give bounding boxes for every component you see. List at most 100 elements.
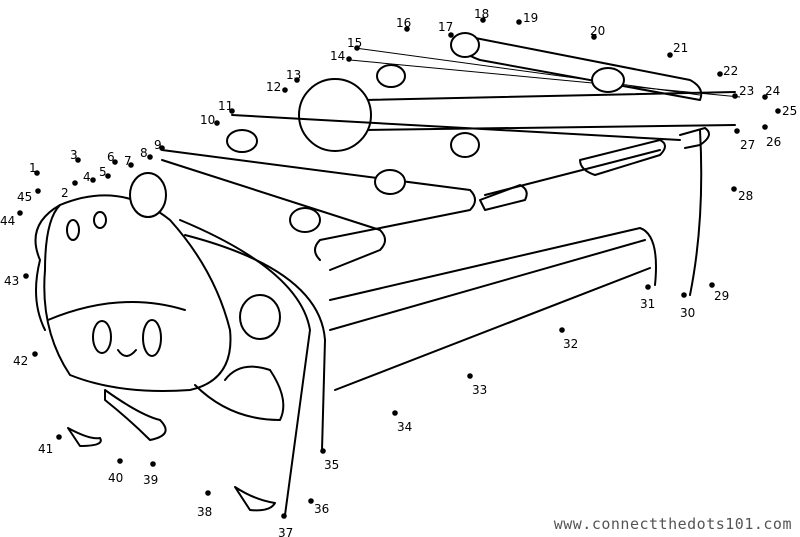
dot-label-41: 41: [38, 442, 53, 456]
dot-label-20: 20: [590, 24, 605, 38]
dot-2: [72, 180, 78, 186]
dot-7: [128, 162, 134, 168]
dot-23: [732, 93, 738, 99]
dot-label-28: 28: [738, 189, 753, 203]
dot-label-2: 2: [61, 186, 69, 200]
dot-label-27: 27: [740, 138, 755, 152]
dot-label-39: 39: [143, 473, 158, 487]
dot-33: [467, 373, 473, 379]
dot-label-38: 38: [197, 505, 212, 519]
dot-label-44: 44: [0, 214, 15, 228]
dot-label-40: 40: [108, 471, 123, 485]
dot-label-1: 1: [29, 161, 37, 175]
dot-label-18: 18: [474, 7, 489, 21]
dot-label-37: 37: [278, 526, 293, 537]
dot-43: [23, 273, 29, 279]
dot-45: [35, 188, 41, 194]
bar-edge-line: [354, 47, 701, 96]
dot-36: [308, 498, 314, 504]
dot-label-19: 19: [523, 11, 538, 25]
site-watermark: www.connectthedots101.com: [553, 515, 792, 533]
cow-head: [43, 194, 232, 392]
dot-label-8: 8: [140, 146, 148, 160]
dot-label-30: 30: [680, 306, 695, 320]
front-bars: [161, 114, 681, 261]
cow-nostril-left: [92, 320, 112, 354]
dot-label-33: 33: [472, 383, 487, 397]
dot-label-42: 42: [13, 354, 28, 368]
dot-label-11: 11: [218, 99, 233, 113]
dot-label-7: 7: [124, 154, 132, 168]
dot-label-12: 12: [266, 80, 281, 94]
cow-hoof: [104, 389, 167, 441]
dot-label-43: 43: [4, 274, 19, 288]
dot-label-45: 45: [17, 190, 32, 204]
dot-label-24: 24: [765, 84, 780, 98]
dot-label-21: 21: [673, 41, 688, 55]
dot-13: [294, 77, 300, 83]
dot-1: [34, 170, 40, 176]
frame-rails: [329, 227, 657, 391]
dot-20: [591, 34, 597, 40]
cow-mouth: [117, 349, 137, 357]
dot-29: [709, 282, 715, 288]
dot-27: [734, 128, 740, 134]
dot-32: [559, 327, 565, 333]
dot-17: [448, 32, 454, 38]
dot-label-13: 13: [286, 68, 301, 82]
dot-4: [90, 177, 96, 183]
dot-label-35: 35: [324, 458, 339, 472]
dot-label-32: 32: [563, 337, 578, 351]
dot-22: [717, 71, 723, 77]
dot-label-22: 22: [723, 64, 738, 78]
dot-44: [17, 210, 23, 216]
dot-label-16: 16: [396, 16, 411, 30]
dot-31: [645, 284, 651, 290]
dot-25: [775, 108, 781, 114]
dot-label-3: 3: [70, 148, 78, 162]
dot-16: [404, 26, 410, 32]
dot-8: [147, 154, 153, 160]
dot-42: [32, 351, 38, 357]
dot-label-36: 36: [314, 502, 329, 516]
dot-34: [392, 410, 398, 416]
dot-label-26: 26: [766, 135, 781, 149]
cow-nostril-right: [142, 319, 162, 357]
cow-body: [194, 365, 285, 421]
dot-label-25: 25: [782, 104, 797, 118]
dot-label-15: 15: [347, 36, 362, 50]
dot-label-9: 9: [154, 138, 162, 152]
dot-24: [762, 94, 768, 100]
dot-label-4: 4: [83, 170, 91, 184]
dot-28: [731, 186, 737, 192]
cow-ear: [129, 172, 167, 218]
dot-10: [214, 120, 220, 126]
back-leg: [689, 129, 703, 296]
dot-41: [56, 434, 62, 440]
dot-label-5: 5: [99, 165, 107, 179]
dot-9: [159, 145, 165, 151]
dot-label-6: 6: [107, 150, 115, 164]
front-leg: [184, 234, 326, 451]
dot-26: [762, 124, 768, 130]
dot-35: [320, 448, 326, 454]
dot-12: [282, 87, 288, 93]
cow-ear-left: [34, 204, 61, 331]
dot-label-17: 17: [438, 20, 453, 34]
dot-15: [354, 45, 360, 51]
dot-label-10: 10: [200, 113, 215, 127]
dot-label-34: 34: [397, 420, 412, 434]
dot-40: [117, 458, 123, 464]
dot-5: [105, 173, 111, 179]
dot-3: [75, 157, 81, 163]
dot-label-23: 23: [739, 84, 754, 98]
dot-label-29: 29: [714, 289, 729, 303]
dot-11: [229, 108, 235, 114]
dot-21: [667, 52, 673, 58]
dot-label-14: 14: [330, 49, 345, 63]
dot-6: [112, 159, 118, 165]
mallet-head: [298, 78, 372, 152]
